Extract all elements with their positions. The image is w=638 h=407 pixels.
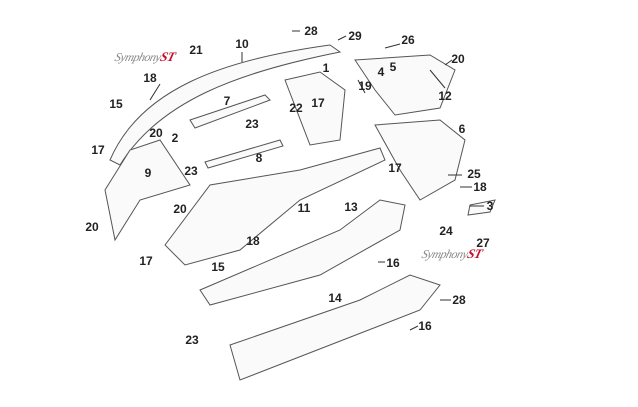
part-7-strip [189,94,271,129]
callout-label[interactable]: 23 [245,117,259,131]
callout-label[interactable]: 17 [388,161,402,175]
part-9-front-cover [104,139,191,242]
callout-label[interactable]: 16 [418,319,432,333]
logo-brand: Symphony [420,247,470,261]
callout-label[interactable]: 18 [246,234,260,248]
callout-label[interactable]: 9 [144,166,152,180]
part-1-tail-cover [284,71,346,146]
callout-label[interactable]: 18 [473,180,487,194]
callout-label[interactable]: 24 [439,224,453,238]
logo-brand: Symphony [113,50,163,64]
callout-label[interactable]: 20 [451,52,465,66]
callout-label[interactable]: 22 [289,101,303,115]
callout-label[interactable]: 28 [304,24,318,38]
callout-label[interactable]: 21 [189,43,203,57]
callout-label[interactable]: 15 [211,260,225,274]
callout-label[interactable]: 17 [139,254,153,268]
callout-label[interactable]: 19 [358,79,372,93]
callout-label[interactable]: 12 [438,89,452,103]
part-8-strip [204,139,284,169]
part-11-floor-panel [164,147,386,266]
part-6-front-fender [374,119,466,201]
callout-label[interactable]: 4 [377,65,385,79]
callout-label[interactable]: 27 [476,236,490,250]
callout-label[interactable]: 23 [185,333,199,347]
callout-label[interactable]: 20 [85,220,99,234]
part-3-plate [467,199,496,216]
callout-label[interactable]: 1 [322,61,330,75]
callout-label[interactable]: 16 [386,256,400,270]
callout-label[interactable]: 2 [171,131,179,145]
callout-label[interactable]: 15 [109,97,123,111]
callout-label[interactable]: 8 [255,151,263,165]
callout-label[interactable]: 3 [486,199,494,213]
symphony-st-logo: SymphonyST [113,49,177,65]
symphony-st-logo: SymphonyST [420,246,484,262]
callout-label[interactable]: 13 [344,200,358,214]
callout-label[interactable]: 25 [467,167,481,181]
callout-label[interactable]: 14 [328,291,342,305]
callout-label[interactable]: 20 [173,202,187,216]
callout-label[interactable]: 6 [458,122,466,136]
callout-label[interactable]: 18 [143,71,157,85]
leader-lines [149,30,484,331]
callout-label[interactable]: 17 [91,143,105,157]
callout-label[interactable]: 20 [149,126,163,140]
part-13-side-panel [199,199,406,306]
callout-label[interactable]: 17 [311,96,325,110]
callout-label[interactable]: 23 [184,164,198,178]
part-10-rear-rail [109,44,342,166]
part-14-lower-skirt [229,274,441,381]
callout-label[interactable]: 26 [401,33,415,47]
callout-label[interactable]: 29 [348,29,362,43]
callout-label[interactable]: 10 [235,37,249,51]
callout-label[interactable]: 5 [389,60,397,74]
callout-label[interactable]: 11 [297,201,311,215]
callout-label[interactable]: 28 [452,293,466,307]
callout-label[interactable]: 7 [223,94,231,108]
